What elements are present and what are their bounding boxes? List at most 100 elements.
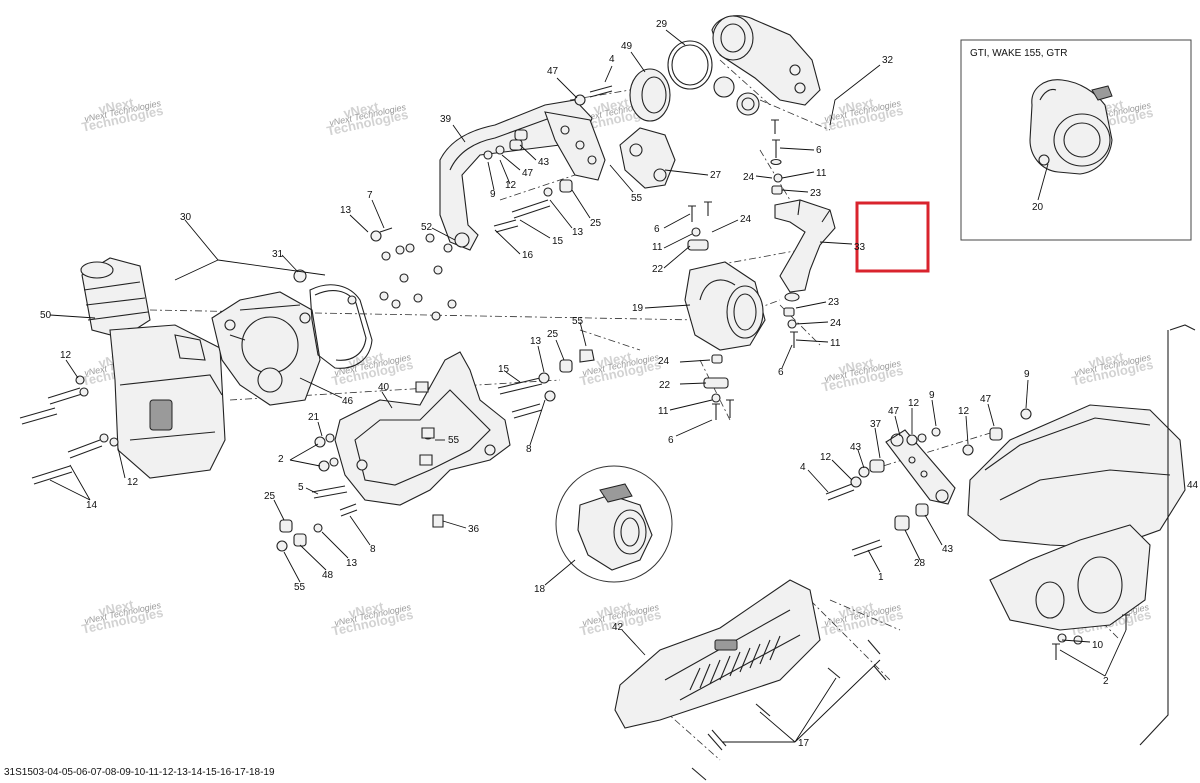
leader-lines — [49, 29, 1127, 743]
watermark: vNext Technologies vNext Technologies — [80, 95, 164, 135]
cover-vent-slots — [689, 635, 781, 691]
spacers-upper — [483, 85, 613, 160]
svg-text:vNext: vNext — [595, 349, 633, 371]
callout-22: 22 — [652, 264, 664, 275]
part-49-ring — [629, 68, 671, 122]
callout-15: 15 — [552, 236, 564, 247]
callout-21: 21 — [308, 412, 320, 423]
callout-25: 25 — [264, 491, 276, 502]
callout-12: 12 — [127, 477, 139, 488]
callout-13: 13 — [572, 227, 584, 238]
callout-43: 43 — [850, 442, 862, 453]
callout-12: 12 — [908, 398, 920, 409]
svg-text:vNext: vNext — [342, 99, 380, 121]
part-31-gasket — [293, 269, 373, 369]
callout-32: 32 — [882, 55, 894, 66]
callout-2: 2 — [278, 454, 284, 465]
inset-box: 20 — [960, 39, 1192, 241]
callout-22: 22 — [659, 380, 671, 391]
svg-text:vNext: vNext — [347, 349, 385, 371]
callout-8: 8 — [526, 444, 532, 455]
callout-24: 24 — [740, 214, 752, 225]
callout-2: 2 — [1103, 676, 1109, 687]
part-39-bracket — [439, 99, 606, 251]
callout-24: 24 — [658, 356, 670, 367]
callout-40: 40 — [378, 382, 390, 393]
callout-47: 47 — [888, 406, 900, 417]
callout-6: 6 — [778, 367, 784, 378]
part-46-gear-housing — [211, 291, 321, 406]
inset-frame — [960, 39, 1192, 241]
callout-42: 42 — [612, 622, 624, 633]
part-33-bracket — [774, 199, 836, 302]
callout-14: 14 — [86, 500, 98, 511]
bolts-mid-lower — [497, 349, 595, 419]
callout-47: 47 — [980, 394, 992, 405]
svg-text:vNext: vNext — [592, 95, 630, 117]
callout-12: 12 — [958, 406, 970, 417]
callout-48: 48 — [322, 570, 334, 581]
highlight-box — [855, 201, 930, 273]
watermark: vNext Technologies vNext Technologies — [820, 95, 904, 135]
callout-20: 20 — [1032, 202, 1044, 213]
part-27-plate — [619, 127, 676, 189]
callout-6: 6 — [816, 145, 822, 156]
svg-text:vNext: vNext — [837, 355, 875, 377]
callout-11: 11 — [652, 242, 663, 253]
callout-4: 4 — [800, 462, 806, 473]
callout-24: 24 — [830, 318, 842, 329]
callout-44: 44 — [1187, 480, 1199, 491]
part-18-detail-view — [555, 465, 673, 583]
callout-23: 23 — [828, 297, 840, 308]
callout-12: 12 — [820, 452, 832, 463]
watermark: vNext Technologies vNext Technologies — [1070, 349, 1154, 389]
callout-17: 17 — [798, 738, 810, 749]
callout-18: 18 — [534, 584, 546, 595]
hardware-right-link — [825, 408, 1032, 557]
callout-numbers: 29 49 4 47 32 39 43 47 12 9 55 27 6 11 2… — [40, 19, 1199, 749]
callout-55: 55 — [448, 435, 460, 446]
callout-46: 46 — [342, 396, 354, 407]
callout-55: 55 — [294, 582, 306, 593]
callout-4: 4 — [609, 54, 615, 65]
callout-9: 9 — [490, 189, 496, 200]
watermark: vNext Technologies vNext Technologies — [330, 599, 414, 639]
svg-text:vNext: vNext — [1087, 349, 1125, 371]
callout-24: 24 — [743, 172, 755, 183]
callout-47: 47 — [547, 66, 559, 77]
part-29-seal — [667, 40, 713, 90]
callout-39: 39 — [440, 114, 452, 125]
callout-12: 12 — [60, 350, 72, 361]
callout-55: 55 — [631, 193, 643, 204]
callout-6: 6 — [668, 435, 674, 446]
callout-13: 13 — [530, 336, 542, 347]
callout-9: 9 — [929, 390, 935, 401]
callout-23: 23 — [810, 188, 822, 199]
callout-11: 11 — [830, 338, 841, 349]
callout-16: 16 — [522, 250, 534, 261]
callout-11: 11 — [816, 168, 827, 179]
watermark: vNext Technologies vNext Technologies — [80, 597, 164, 637]
callout-25: 25 — [547, 329, 559, 340]
svg-text:vNext: vNext — [97, 95, 135, 117]
callout-1: 1 — [878, 572, 884, 583]
callout-8: 8 — [370, 544, 376, 555]
callout-13: 13 — [340, 205, 352, 216]
callout-6: 6 — [654, 224, 660, 235]
part-44-housing — [967, 324, 1196, 746]
part-19-housing — [684, 261, 766, 351]
part-42-cover — [614, 579, 821, 729]
callout-50: 50 — [40, 310, 52, 321]
inset-model-label: GTI, WAKE 155, GTR — [970, 48, 1068, 59]
callout-33: 33 — [854, 242, 866, 253]
svg-text:vNext: vNext — [97, 597, 135, 619]
callout-43: 43 — [942, 544, 954, 555]
callout-13: 13 — [346, 558, 358, 569]
callout-12: 12 — [505, 180, 517, 191]
callout-10: 10 — [1092, 640, 1104, 651]
svg-text:vNext: vNext — [595, 599, 633, 621]
callout-5: 5 — [298, 482, 304, 493]
callout-11: 11 — [658, 406, 669, 417]
part-50-actuator-motor — [80, 257, 226, 479]
